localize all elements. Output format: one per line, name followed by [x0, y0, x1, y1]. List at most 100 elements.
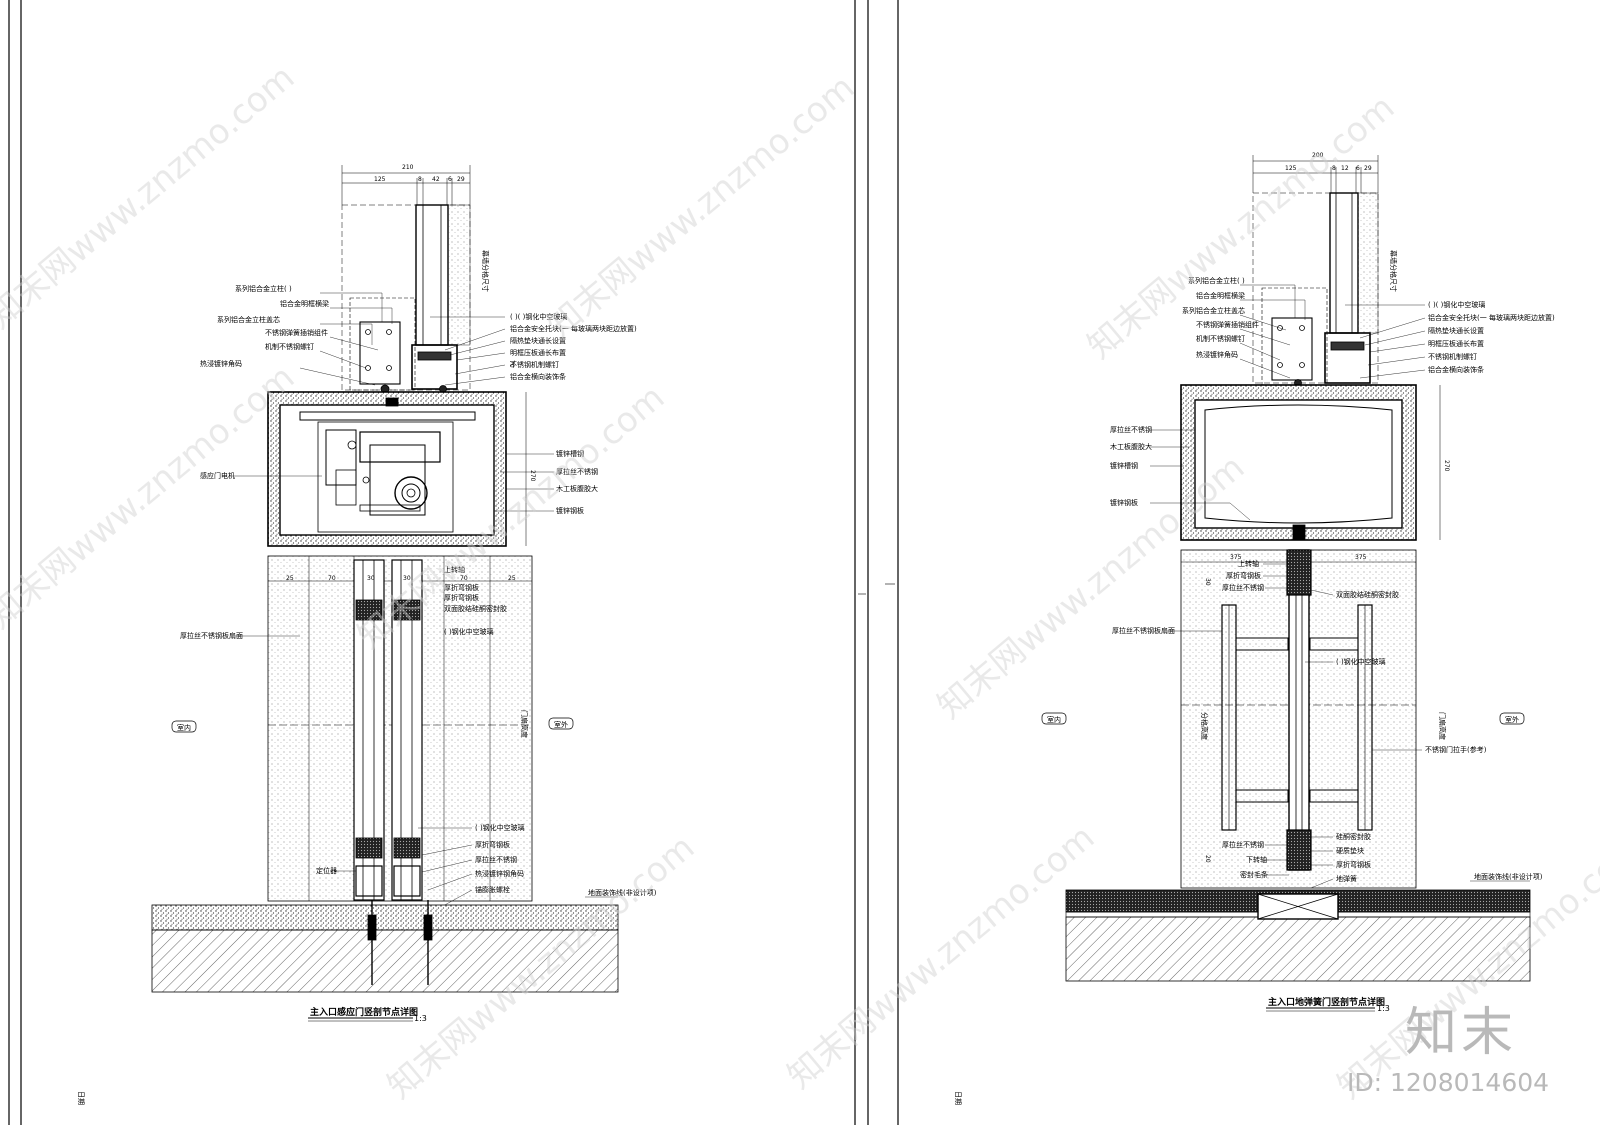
right-dim-box: 270 — [1443, 460, 1450, 472]
right-dim-e: 29 — [1364, 165, 1372, 172]
right-box-label-1: 木工板腹胶大 — [1110, 442, 1152, 451]
right-side-face-label: 厚拉丝不锈钢板扇面 — [1112, 626, 1175, 635]
left-door — [267, 555, 533, 902]
left-dim-d: 6 — [448, 176, 452, 183]
left-label-1: 铝合金明框横梁 — [280, 299, 329, 308]
left-glass-label-5: 铝合金横向装饰条 — [510, 372, 566, 381]
left-dim-box: 270 — [529, 470, 536, 482]
left-dim-b: 8 — [418, 176, 422, 183]
right-glass-label-1: 铝合金安全托块(一 每玻璃两块距边放置) — [1428, 313, 1555, 322]
left-dim-e: 29 — [457, 176, 465, 183]
left-motor-box — [267, 391, 507, 547]
right-door-left-label-2: 厚拉丝不锈钢 — [1222, 583, 1264, 592]
right-label-3: 不锈钢弹簧插销组件 — [1196, 320, 1259, 329]
left-label-4: 机制不锈钢螺钉 — [265, 342, 314, 351]
left-glass-labels: ( )( )钢化中空玻璃 铝合金安全托块(一 每玻璃两块距边放置) 隔热垫块通长… — [430, 312, 637, 386]
left-dim-a: 125 — [374, 176, 386, 183]
right-door-dim-1: 375 — [1355, 554, 1367, 561]
brand-logo: 知末 — [1405, 1003, 1518, 1063]
left-bottom-label-0: ( )钢化中空玻璃 — [475, 823, 525, 832]
left-upper-mullion — [341, 204, 471, 394]
right-bottom-labels: 厚拉丝不锈钢 下转轴 密封毛条 硅酮密封胶 硬质垫块 厚折弯钢板 地弹簧 — [1222, 832, 1371, 889]
right-door-right-labels: 双面胶结硅酮密封胶 ( )钢化中空玻璃 — [1305, 589, 1399, 666]
left-bottom-label-3: 热浸镀锌钢角码 — [475, 869, 524, 878]
right-dim-c: 12 — [1341, 165, 1349, 172]
right-outdoor-tag: 室外 — [1499, 712, 1525, 725]
left-bottom-labels: ( )钢化中空玻璃 厚折弯钢板 厚拉丝不锈钢 热浸镀锌钢角码 锚膨胀螺栓 — [418, 823, 525, 913]
right-dim-small-a: 30 — [1204, 578, 1211, 586]
right-upper-labels: 系列铝合金立柱( ) 铝合金明框横梁 系列铝合金立柱盖芯 不锈钢弹簧插销组件 机… — [1182, 276, 1306, 379]
left-dim-total: 210 — [402, 164, 414, 171]
watermark-text-4: 知末网www.znzmo.com — [540, 67, 862, 346]
right-glass-label-3: 明框压板通长布置 — [1428, 339, 1484, 348]
right-indoor-tag: 室内 — [1041, 712, 1067, 725]
left-door-labels: 上转轴 厚折弯钢板 厚折弯钢板 双面胶结硅酮密封胶 ( )钢化中空玻璃 — [444, 565, 507, 636]
left-bottom-label-4: 锚膨胀螺栓 — [475, 885, 510, 894]
right-dim-b: 8 — [1332, 165, 1336, 172]
left-title: 主入口感应门竖剖节点详图 — [310, 1006, 418, 1018]
left-label-0: 系列铝合金立柱( ) — [235, 284, 292, 293]
right-dim-d: 6 — [1356, 165, 1360, 172]
left-motor-label: 感应门电机 — [200, 471, 235, 480]
left-dim-side: 70 — [508, 360, 515, 368]
left-bottom-label-1: 厚折弯钢板 — [475, 840, 510, 849]
right-box-label-3: 镀锌钢板 — [1110, 498, 1138, 507]
right-header-box — [1180, 384, 1417, 541]
left-outdoor-tag: 室外 — [548, 717, 574, 730]
watermark-text-1: 知末网www.znzmo.com — [0, 57, 302, 336]
left-upper-labels: 系列铝合金立柱( ) 铝合金明框横梁 系列铝合金立柱盖芯 不锈钢弹簧插销组件 机… — [200, 284, 393, 386]
right-glass-labels: ( )( )钢化中空玻璃 铝合金安全托块(一 每玻璃两块距边放置) 隔热垫块通长… — [1345, 300, 1555, 379]
left-door-dim-5: 25 — [508, 575, 516, 582]
margin-stamp-right: 日期 — [954, 1091, 962, 1105]
right-top-dimensions — [1252, 155, 1379, 193]
right-upper-mullion — [1252, 192, 1379, 387]
left-side-face-label: 厚拉丝不锈钢板扇面 — [180, 631, 243, 640]
right-label-5: 热浸镀锌角码 — [1196, 350, 1238, 359]
right-glass-label-2: 隔热垫块通长设置 — [1428, 326, 1484, 335]
right-box-label-0: 厚拉丝不锈钢 — [1110, 425, 1152, 434]
right-bottom-right-label-1: 硬质垫块 — [1336, 846, 1364, 855]
left-glass-label-2: 隔热垫块通长设置 — [510, 336, 566, 345]
right-door-left-label-1: 厚折弯钢板 — [1226, 571, 1261, 580]
right-bottom-right-label-3: 地弹簧 — [1336, 874, 1357, 883]
left-door-dim-4: 70 — [460, 575, 468, 582]
left-scale: 1:3 — [414, 1014, 427, 1023]
right-door-dim-0: 375 — [1230, 554, 1242, 561]
left-door-dim-3: 30 — [403, 575, 411, 582]
right-door-left-labels: 上转轴 厚折弯钢板 厚拉丝不锈钢 — [1222, 559, 1289, 592]
left-indoor-text: 室内 — [177, 723, 191, 732]
left-glass-label-0: ( )( )钢化中空玻璃 — [510, 312, 567, 321]
right-glass-label-5: 铝合金横向装饰条 — [1428, 365, 1484, 374]
left-detail: 210 125 8 42 6 29 幕墙分格尺寸 70 系列铝合金立柱( ) 铝… — [151, 164, 657, 1023]
right-door-dimensions: 375 375 30 20 — [1204, 554, 1367, 863]
left-door-dim-1: 70 — [328, 575, 336, 582]
right-label-4: 机制不锈钢螺钉 — [1196, 334, 1245, 343]
left-door-label-0: 上转轴 — [444, 565, 465, 574]
right-box-label-2: 镀锌槽钢 — [1110, 461, 1138, 470]
left-door-label-4: ( )钢化中空玻璃 — [444, 627, 494, 636]
left-box-label-2: 木工板腹胶大 — [556, 484, 598, 493]
left-box-label-0: 镀锌槽钢 — [556, 449, 584, 458]
left-locator-label: 定位器 — [316, 866, 337, 875]
right-curtain-dim-label: 幕墙分格尺寸 — [1389, 250, 1398, 292]
left-door-label-1: 厚折弯钢板 — [444, 583, 479, 592]
right-glass-label-4: 不锈钢机制螺钉 — [1428, 352, 1477, 361]
right-leaf-dim-label: 分格高度 — [1200, 712, 1209, 740]
right-outdoor-text: 室外 — [1505, 715, 1519, 724]
left-door-dim-0: 25 — [286, 575, 294, 582]
left-door-label-3: 双面胶结硅酮密封胶 — [444, 604, 507, 613]
left-bottom-label-2: 厚拉丝不锈钢 — [475, 855, 517, 864]
right-bottom-left-label-0: 厚拉丝不锈钢 — [1222, 840, 1264, 849]
margin-stamp-left: 日期 — [77, 1091, 85, 1105]
watermark-text-6: 知末网www.znzmo.com — [780, 817, 1102, 1096]
right-title: 主入口地弹簧门竖剖节点详图 — [1268, 996, 1385, 1008]
right-dim-small-b: 20 — [1204, 855, 1211, 863]
left-door-dim-2: 30 — [367, 575, 375, 582]
right-label-2: 系列铝合金立柱盖芯 — [1182, 306, 1245, 315]
right-door-height-label: 门扇高度 — [1438, 712, 1447, 740]
right-floor-label: 地面装饰线(非设计项) — [1474, 872, 1543, 881]
left-floor-label: 地面装饰线(非设计项) — [588, 888, 657, 897]
right-door-left-label-0: 上转轴 — [1238, 559, 1259, 568]
right-handle-label: 不锈钢门拉手(参考) — [1425, 745, 1487, 754]
brand-id: ID: 1208014604 — [1347, 1068, 1550, 1097]
